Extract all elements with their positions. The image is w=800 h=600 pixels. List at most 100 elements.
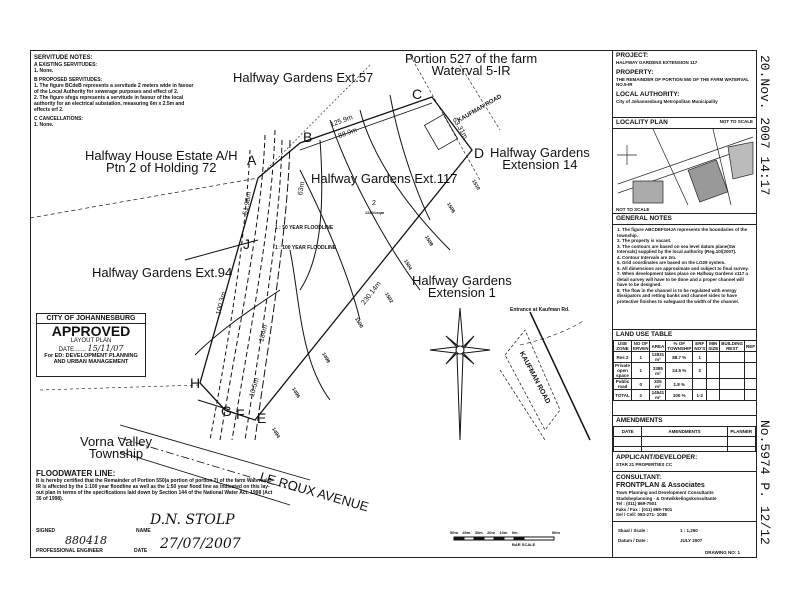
general-note: 3. The contours are based on sea level d… xyxy=(617,243,737,255)
not-to-scale: NOT TO SCALE xyxy=(719,119,753,124)
table-cell xyxy=(743,378,756,390)
table-cell: 1 xyxy=(692,351,708,363)
general-note: 1. The figure ABCDEFGHJA represents the … xyxy=(617,227,748,238)
point-j: J xyxy=(243,236,250,252)
consultant-line: Faks / Fax : (011) 869-7501 xyxy=(616,506,673,512)
label-portion527: Portion 527 of the farm Waterval 5-IR xyxy=(405,51,538,78)
table-cell xyxy=(743,389,756,401)
label-ext94: Halfway Gardens Ext.94 xyxy=(92,265,233,280)
table-cell: 2 xyxy=(631,389,651,401)
proposed-title: B PROPOSED SERVITUDES: xyxy=(34,77,103,83)
table-cell: 3385 m² xyxy=(649,362,667,379)
table-cell xyxy=(719,389,745,401)
label-floodline-100: 1 : 100 YEAR FLOODLINE xyxy=(275,245,337,251)
project-section: PROJECT: HALFWAY GARDENS EXTENSION 117 P… xyxy=(613,50,756,118)
floodwater-certificate: FLOODWATER LINE: It is hereby certified … xyxy=(36,469,276,502)
label-erf-area: 12831sqm xyxy=(365,210,385,215)
land-use-header: REF xyxy=(743,340,756,352)
scale-tick: 10m xyxy=(499,530,508,535)
table-cell: 1-2 xyxy=(692,389,708,401)
table-cell xyxy=(719,351,745,363)
land-use-header: BUILDING REST xyxy=(719,340,745,352)
floodwater-text: It is hereby certified that the Remainde… xyxy=(36,478,274,502)
label-ext117: Halfway Gardens Ext.117 xyxy=(311,171,458,186)
property-heading: PROPERTY: xyxy=(616,68,654,76)
fax-page-number: No.5974 P. 12/12 xyxy=(757,420,772,545)
amend-header: AMENDMENTS xyxy=(641,426,728,437)
table-cell xyxy=(743,351,756,363)
drawing-sheet xyxy=(30,50,757,558)
servitude-title: SERVITUDE NOTES: xyxy=(34,55,93,61)
label-erf: 2 xyxy=(372,200,376,207)
table-cell: Public road xyxy=(613,378,633,390)
land-use-header: NO OF ERVEN xyxy=(631,340,651,352)
table-cell: 14541 m² xyxy=(649,389,667,401)
consultant-line: Town Planning and Development Consultant… xyxy=(616,490,714,495)
stamp-approved: APPROVED xyxy=(51,323,131,339)
table-cell: TOTAL xyxy=(613,389,633,401)
point-d: D xyxy=(474,145,485,161)
table-cell xyxy=(706,351,721,363)
township-boundary xyxy=(199,96,473,421)
not-to-scale-bottom: NOT TO SCALE xyxy=(616,206,650,212)
general-note: 5. Grid coordinates are based on the LO2… xyxy=(617,260,726,265)
point-c: C xyxy=(412,86,423,102)
table-cell xyxy=(692,378,708,390)
bar-scale-label: BAR SCALE xyxy=(512,542,536,547)
applicant-value: STAR 21 PROPERTIES CC xyxy=(616,462,673,467)
scale-tick: 0m xyxy=(511,530,518,535)
scale-label: Skaal / Scale : xyxy=(618,528,649,533)
label-ext1: Halfway Gardens Extension 1 xyxy=(412,273,512,300)
proposed-item: 1. The figure BCdeB represents a servitu… xyxy=(34,83,194,95)
point-e: E xyxy=(257,410,267,426)
point-h: H xyxy=(190,375,201,391)
applicant: APPLICANT/DEVELOPER: STAR 21 PROPERTIES … xyxy=(613,452,756,472)
point-g: G xyxy=(221,403,232,419)
consultant-heading: CONSULTANT: xyxy=(616,474,662,481)
consultant-section: CONSULTANT: FRONTPLAN & Associates Town … xyxy=(613,472,756,522)
land-use-header: AREA xyxy=(649,340,667,352)
approval-stamp: CITY OF JOHANNESBURG APPROVED LAYOUT PLA… xyxy=(36,313,146,377)
engineer-reg-no: 880418 xyxy=(65,534,107,547)
general-note: 4. Contour Intervals are 2m. xyxy=(617,254,677,260)
proposed-item: 2. The figure sfsgs represents a servitu… xyxy=(34,95,185,113)
stamp-date-value: 15/11/07 xyxy=(87,344,124,353)
label-ext14: Halfway Gardens Extension 14 xyxy=(490,145,590,172)
scale-tick: 50m xyxy=(450,530,459,535)
name-label: NAME xyxy=(136,528,151,534)
date-label: DATE xyxy=(134,548,148,554)
cancellation-item: 1. None. xyxy=(34,122,54,128)
point-b: B xyxy=(303,129,313,145)
stamp-date-label: DATE....... xyxy=(58,347,86,353)
general-notes: GENERAL NOTES 1. The figure ABCDEFGHJA r… xyxy=(613,214,756,330)
locality-map xyxy=(617,128,754,206)
table-cell: Private open space xyxy=(613,362,633,379)
table-cell xyxy=(706,362,721,379)
general-note: 6. All dimensions are approximate and su… xyxy=(617,265,749,271)
panel-date-label: Datum / Date : xyxy=(618,538,649,543)
existing-title: A EXISTING SERVITUDES: xyxy=(34,62,98,68)
project-value: HALFWAY GARDENS EXTENSION 117 xyxy=(616,60,698,65)
fax-timestamp: 20.Nov. 2007 14:17 xyxy=(757,55,772,196)
table-cell: 88.7 % xyxy=(665,351,694,363)
scale-tick: 50m xyxy=(551,530,560,535)
north-arrow-icon xyxy=(429,307,491,441)
amend-header: PLANNER xyxy=(726,426,756,437)
table-cell: Res 2 xyxy=(613,351,633,363)
general-note: 2. The property is vacant. xyxy=(617,238,672,243)
sewer-servitude xyxy=(299,102,433,151)
general-note: 7. When development takes place on Halfw… xyxy=(617,271,749,287)
table-cell xyxy=(743,362,756,379)
signed-label: SIGNED xyxy=(36,528,56,534)
bar-scale xyxy=(453,536,555,541)
land-use-header: MIN SIZE xyxy=(706,340,721,352)
consultant-line: Tel : (011) 869-7501 xyxy=(616,501,657,506)
table-cell: 100 % xyxy=(665,389,694,401)
point-f: F xyxy=(236,406,245,422)
land-use-header: % OF TOWNSHIP xyxy=(665,340,694,352)
